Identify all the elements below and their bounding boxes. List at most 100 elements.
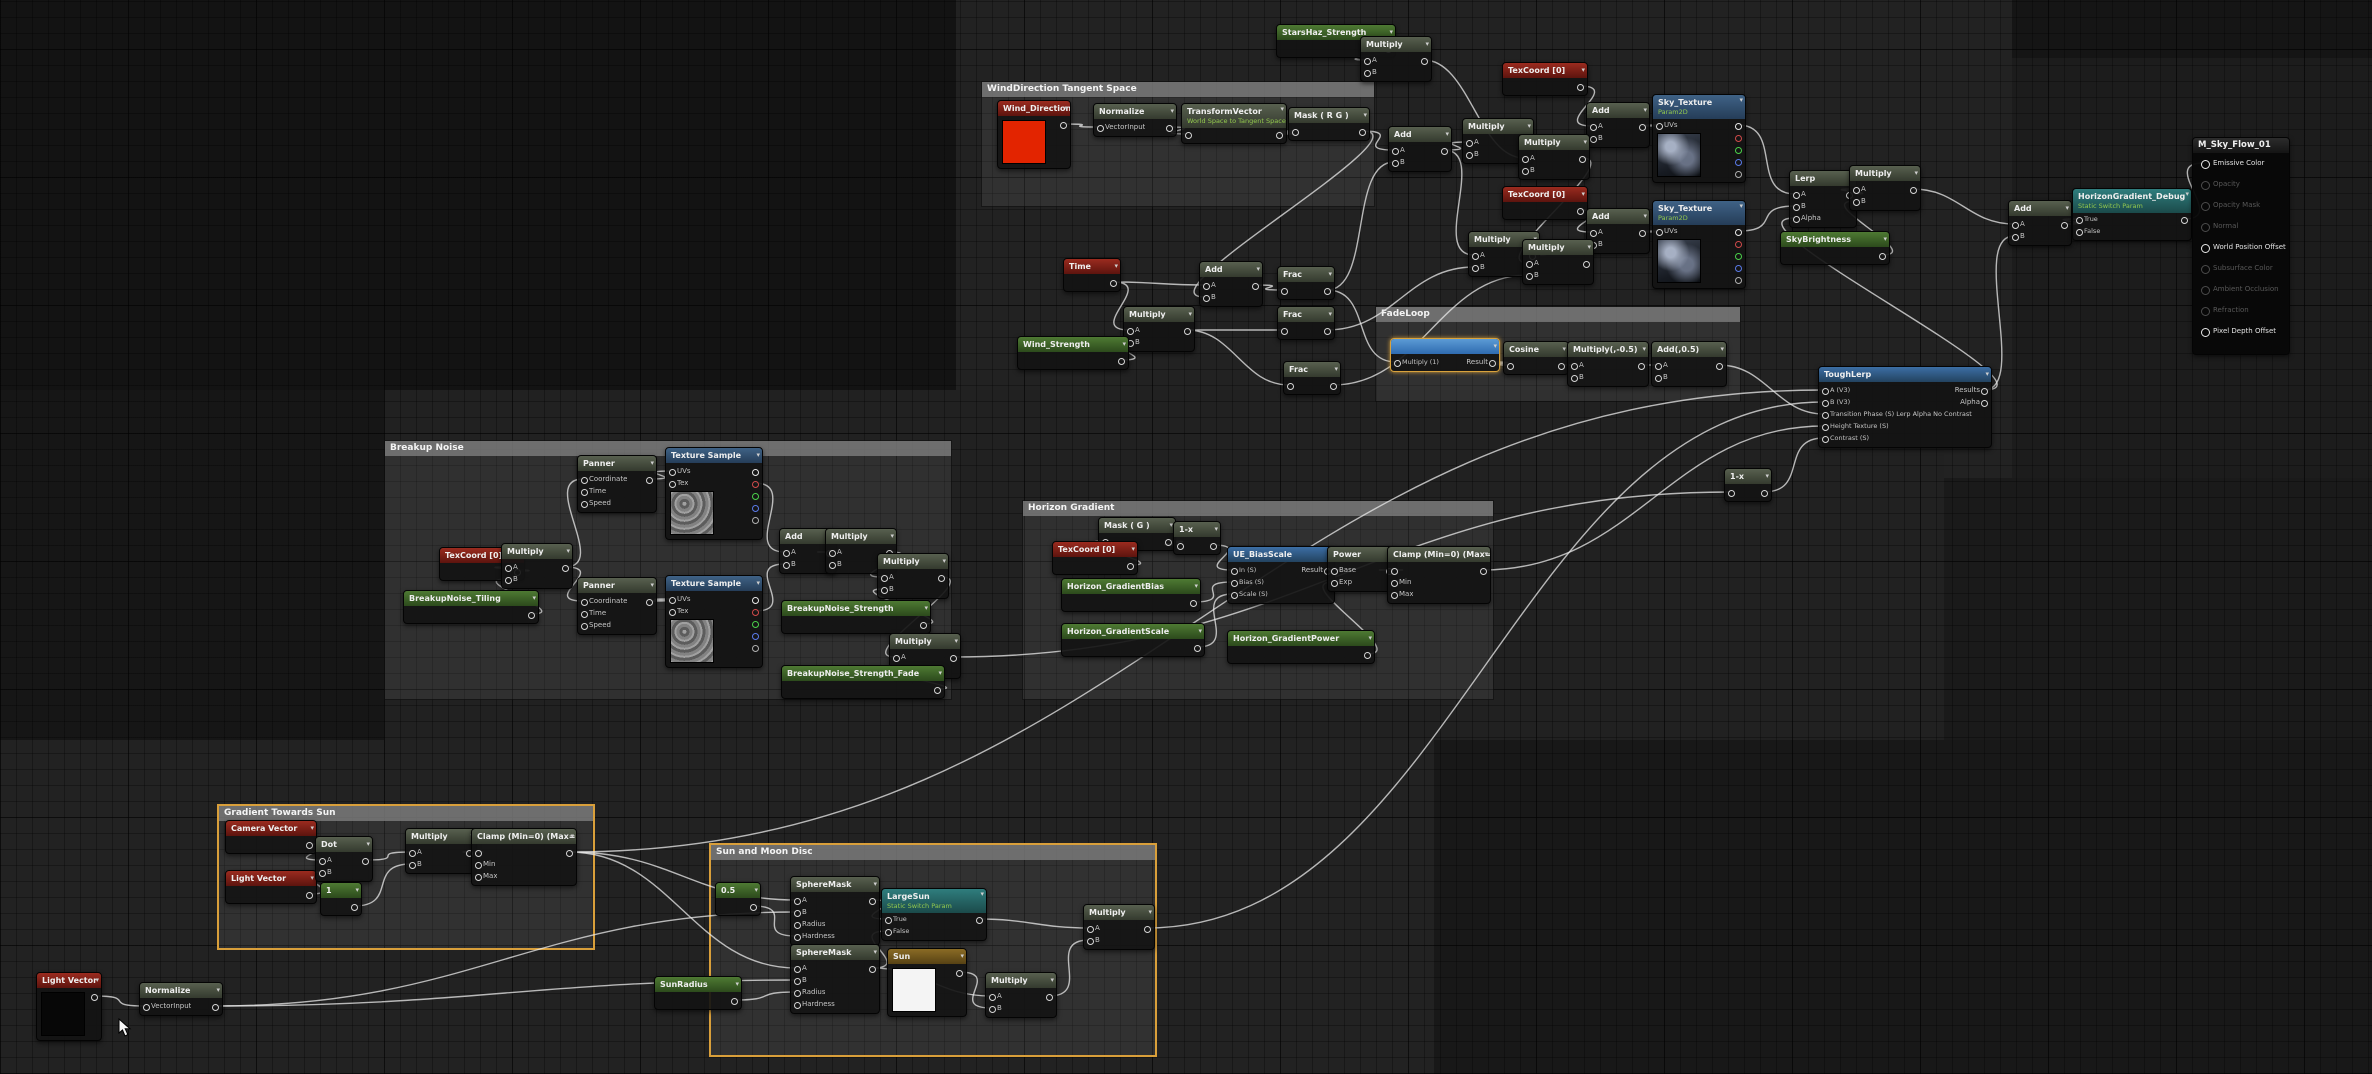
output-pin[interactable]: [528, 612, 535, 619]
collapse-caret-icon[interactable]: ▾: [1334, 365, 1338, 373]
output-pin[interactable]: [306, 842, 313, 849]
output-pin[interactable]: [1144, 926, 1151, 933]
output-pin[interactable]: [1579, 156, 1586, 163]
collapse-caret-icon[interactable]: ▾: [1425, 40, 1429, 48]
collapse-caret-icon[interactable]: ▾: [938, 669, 942, 677]
collapse-caret-icon[interactable]: ▾: [355, 886, 359, 894]
collapse-caret-icon[interactable]: ▾: [980, 890, 984, 898]
collapse-caret-icon[interactable]: ▾: [2065, 204, 2069, 212]
output-pin[interactable]: [212, 1004, 219, 1011]
collapse-caret-icon[interactable]: ▾: [1720, 345, 1724, 353]
input-pin[interactable]: [794, 934, 801, 941]
collapse-caret-icon[interactable]: ▾: [1148, 908, 1152, 916]
input-pin[interactable]: [881, 575, 888, 582]
node-camvec[interactable]: Camera Vector▾: [225, 820, 317, 854]
output-pin[interactable]: [752, 609, 759, 616]
output-pin[interactable]: [351, 904, 358, 911]
output-pin[interactable]: [1364, 652, 1371, 659]
collapse-caret-icon[interactable]: ▾: [1114, 262, 1118, 270]
output-pin[interactable]: [1359, 129, 1366, 136]
node-texcoord2[interactable]: TexCoord [0]▾: [1502, 186, 1588, 220]
collapse-caret-icon[interactable]: ▾: [1643, 106, 1647, 114]
output-pin[interactable]: [750, 904, 757, 911]
collapse-caret-icon[interactable]: ▾: [650, 459, 654, 467]
output-pin[interactable]: [752, 517, 759, 524]
input-pin[interactable]: [1522, 156, 1529, 163]
collapse-caret-icon[interactable]: ▾: [1256, 265, 1260, 273]
node-const_half[interactable]: 0.5▾: [715, 882, 761, 916]
output-pin[interactable]: [1981, 388, 1988, 395]
material-input-pin[interactable]: [2201, 181, 2210, 190]
output-pin[interactable]: [1421, 58, 1428, 65]
material-input-pin[interactable]: [2201, 265, 2210, 274]
collapse-caret-icon[interactable]: ▾: [1131, 545, 1135, 553]
input-pin[interactable]: [1231, 568, 1238, 575]
collapse-caret-icon[interactable]: ▾: [1064, 104, 1068, 112]
output-pin[interactable]: [934, 687, 941, 694]
collapse-caret-icon[interactable]: ▾: [1562, 345, 1566, 353]
node-texcoord1[interactable]: TexCoord [0]▾: [1502, 62, 1588, 96]
node-skybright[interactable]: SkyBrightness▾: [1780, 231, 1890, 265]
collapse-caret-icon[interactable]: ▾: [1581, 66, 1585, 74]
collapse-caret-icon[interactable]: ▾: [1583, 138, 1587, 146]
output-pin[interactable]: [1879, 253, 1886, 260]
output-pin[interactable]: [91, 994, 98, 1001]
input-pin[interactable]: [2076, 217, 2083, 224]
output-pin[interactable]: [1165, 539, 1172, 546]
output-pin[interactable]: [976, 917, 983, 924]
output-pin[interactable]: [1127, 563, 1134, 570]
input-pin[interactable]: [1571, 363, 1578, 370]
input-pin[interactable]: [1392, 148, 1399, 155]
collapse-caret-icon[interactable]: ▾: [1493, 342, 1497, 350]
input-pin[interactable]: [1590, 230, 1597, 237]
input-pin[interactable]: [581, 623, 588, 630]
output-pin[interactable]: [646, 477, 653, 484]
input-pin[interactable]: [2012, 222, 2019, 229]
input-pin[interactable]: [581, 477, 588, 484]
material-input-pin[interactable]: [2201, 328, 2210, 337]
collapse-caret-icon[interactable]: ▾: [890, 532, 894, 540]
output-pin[interactable]: [2181, 217, 2188, 224]
input-pin[interactable]: [1571, 375, 1578, 382]
node-bn_strength[interactable]: BreakupNoise_Strength▾: [781, 600, 931, 634]
output-pin[interactable]: [752, 633, 759, 640]
collapse-caret-icon[interactable]: ▾: [1739, 96, 1743, 104]
collapse-caret-icon[interactable]: ▾: [1527, 122, 1531, 130]
input-pin[interactable]: [1231, 592, 1238, 599]
input-pin[interactable]: [829, 562, 836, 569]
input-pin[interactable]: [1656, 229, 1663, 236]
material-input-pin[interactable]: [2201, 286, 2210, 295]
input-pin[interactable]: [669, 481, 676, 488]
input-pin[interactable]: [581, 599, 588, 606]
node-oneminus2[interactable]: 1-x▾: [1724, 468, 1772, 502]
node-frac3[interactable]: Frac▾: [1283, 361, 1341, 395]
collapse-caret-icon[interactable]: ▾: [1328, 270, 1332, 278]
input-pin[interactable]: [2012, 234, 2019, 241]
collapse-caret-icon[interactable]: ▾: [924, 604, 928, 612]
material-input-pin[interactable]: [2201, 160, 2210, 169]
input-pin[interactable]: [1391, 592, 1398, 599]
input-pin[interactable]: [1655, 375, 1662, 382]
input-pin[interactable]: [881, 587, 888, 594]
node-texcoord4[interactable]: TexCoord [0]▾: [1052, 541, 1138, 575]
input-pin[interactable]: [1526, 261, 1533, 268]
output-pin[interactable]: [1558, 363, 1565, 370]
output-pin[interactable]: [1166, 125, 1173, 132]
output-pin[interactable]: [1194, 645, 1201, 652]
input-pin[interactable]: [885, 917, 892, 924]
